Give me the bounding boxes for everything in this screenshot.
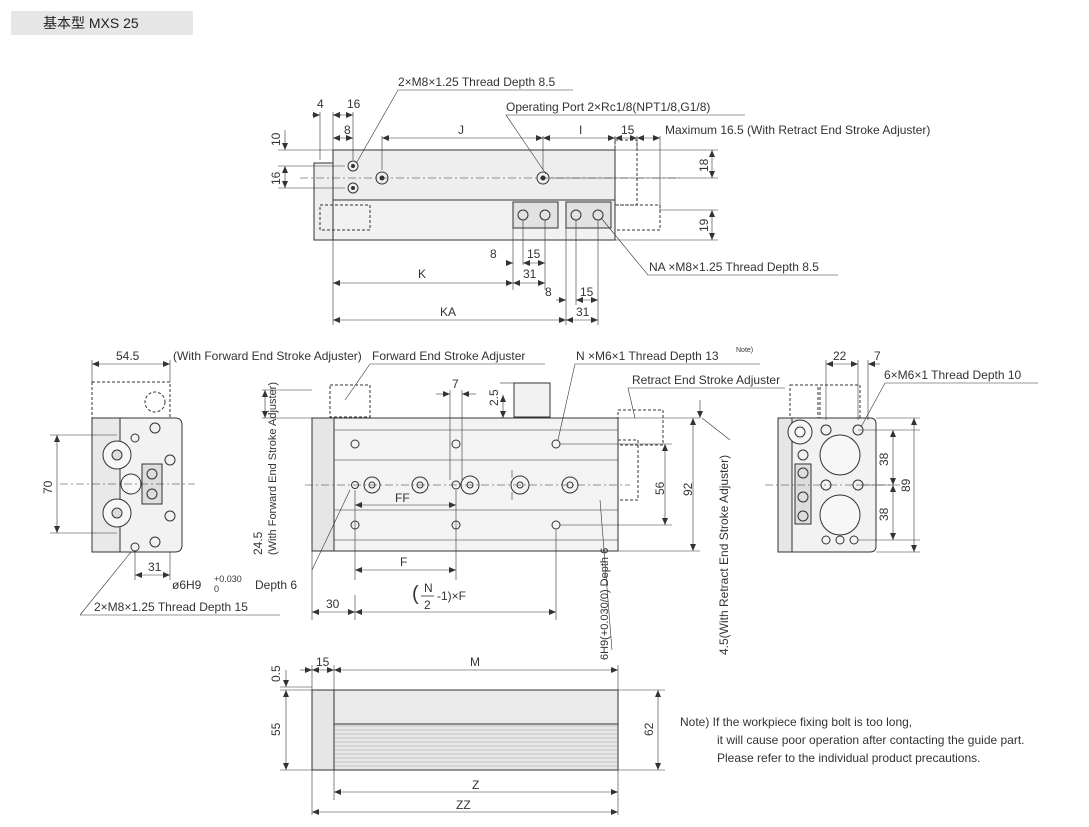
top-end-plate (313, 162, 334, 241)
callout-forward-adjuster-note: (With Forward End Stroke Adjuster) (173, 349, 362, 363)
dim-15-ka: 15 (580, 285, 594, 299)
note-block: Note) If the workpiece fixing bolt is to… (680, 713, 1025, 767)
bottom-view-labels: 0.5 15 M 55 62 Z ZZ (269, 655, 656, 812)
dim-8-k: 8 (490, 247, 497, 261)
bottom-view (280, 665, 665, 815)
callout-operating-port: Operating Port 2×Rc1/8(NPT1/8,G1/8) (506, 100, 710, 114)
top-view (278, 89, 838, 325)
dim-22: 22 (833, 349, 847, 363)
dim-56: 56 (653, 481, 667, 495)
dim-I: I (579, 123, 582, 137)
dim-KA: KA (440, 305, 456, 319)
callout-forward-adjuster: Forward End Stroke Adjuster (372, 349, 525, 363)
callout-maximum: Maximum 16.5 (With Retract End Stroke Ad… (665, 123, 930, 137)
dim-19: 19 (697, 218, 711, 232)
callout-vertical-retract: 4.5(With Retract End Stroke Adjuster) (717, 455, 731, 655)
dim-55: 55 (269, 722, 283, 736)
dim-31-k: 31 (523, 267, 537, 281)
note-line-3: Please refer to the individual product p… (717, 751, 981, 765)
callout-thread-side: 2×M8×1.25 Thread Depth 15 (94, 600, 248, 614)
callout-side-thread: 6×M6×1 Thread Depth 10 (884, 368, 1022, 382)
dim-24-5: 24.5 (251, 531, 265, 555)
end-view-left-labels: 54.5 70 31 2×M8×1.25 Thread Depth 15 (41, 349, 248, 614)
dim-18: 18 (697, 158, 711, 172)
dim-31-ka: 31 (576, 305, 590, 319)
dim-8-ka: 8 (545, 285, 552, 299)
thread-hole (347, 182, 359, 194)
dim-J: J (458, 123, 464, 137)
dim-FF: FF (395, 491, 410, 505)
note-mark: Note) (736, 347, 753, 354)
callout-vertical-hole: 6H9(+0.030/0) Depth 6 (599, 548, 611, 660)
formula-numerator: N (424, 581, 433, 595)
front-view-labels: (With Forward End Stroke Adjuster) Forwa… (172, 347, 780, 660)
dim-7-front: 7 (452, 377, 459, 391)
dim-54-5: 54.5 (116, 349, 140, 363)
end-view-left (50, 360, 280, 616)
callout-n-thread: N ×M6×1 Thread Depth 13 (576, 349, 719, 363)
dim-Z: Z (472, 778, 479, 792)
dim-30: 30 (326, 597, 340, 611)
formula-tail: -1)×F (437, 589, 466, 603)
dim-15-top: 15 (621, 123, 635, 137)
dim-92: 92 (681, 482, 695, 496)
dim-4: 4 (317, 97, 324, 111)
dim-8-top: 8 (344, 123, 351, 137)
dim-7-side: 7 (874, 349, 881, 363)
thread-hole (347, 160, 359, 172)
top-body (332, 149, 616, 201)
end-view-right-labels: 22 7 6×M6×1 Thread Depth 10 38 38 89 (833, 349, 1022, 521)
note-line-1: Note) If the workpiece fixing bolt is to… (680, 715, 913, 729)
dim-M: M (470, 655, 480, 669)
dim-15-k: 15 (527, 247, 541, 261)
hole-tolerance-upper: +0.030 (214, 574, 242, 584)
hole-tolerance-lower: 0 (214, 584, 219, 594)
dim-ZZ: ZZ (456, 798, 471, 812)
callout-vertical-forward: (With Forward End Stroke Adjuster) (267, 382, 279, 555)
top-view-labels: 2×M8×1.25 Thread Depth 8.5 Operating Por… (269, 75, 930, 319)
dim-38-upper: 38 (877, 452, 891, 466)
callout-hole-diameter: ø6H9 (172, 578, 202, 592)
formula-paren: ( (412, 583, 419, 605)
dim-16-top: 16 (347, 97, 361, 111)
dim-10: 10 (269, 132, 283, 146)
note-line-2: it will cause poor operation after conta… (717, 733, 1025, 747)
formula-denominator: 2 (424, 598, 431, 612)
dim-62: 62 (642, 722, 656, 736)
dim-16-left: 16 (269, 171, 283, 185)
dim-15-bottom: 15 (316, 655, 330, 669)
callout-thread-depth-top: 2×M8×1.25 Thread Depth 8.5 (398, 75, 556, 89)
dim-31-end: 31 (148, 560, 162, 574)
callout-na-thread: NA ×M8×1.25 Thread Depth 8.5 (649, 260, 819, 274)
dim-0-5: 0.5 (269, 665, 283, 682)
front-view (262, 363, 785, 651)
dim-K: K (418, 267, 426, 281)
callout-retract-adjuster: Retract End Stroke Adjuster (632, 373, 780, 387)
dim-70: 70 (41, 480, 55, 494)
callout-hole-depth: Depth 6 (255, 578, 297, 592)
dim-F: F (400, 555, 407, 569)
dim-89: 89 (899, 478, 913, 492)
dim-38-lower: 38 (877, 507, 891, 521)
page-title: 基本型 MXS 25 (11, 11, 193, 35)
dim-2-5: 2.5 (487, 389, 501, 406)
end-view-right (765, 360, 1038, 553)
